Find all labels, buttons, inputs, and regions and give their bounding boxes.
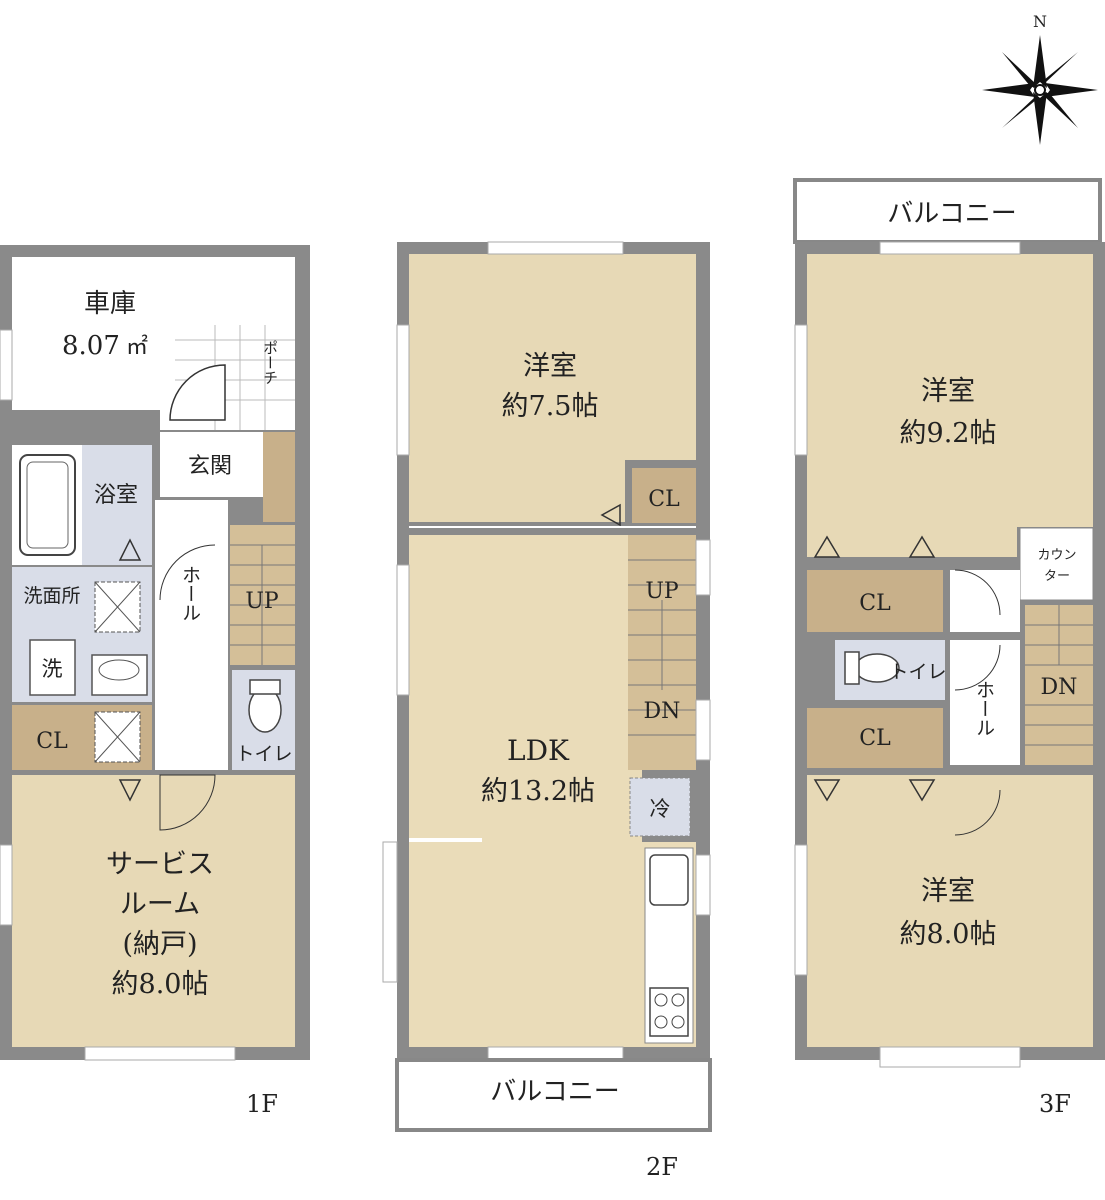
counter-line1: カウン [1037,548,1076,563]
porch-label: ポーチ [261,340,279,385]
garage-label: 車庫 [84,289,136,319]
closet-a-label: CL [859,591,891,616]
floor-2 [382,241,712,1132]
western-room-label: 洋室 [523,351,577,382]
floor-1 [0,245,310,1061]
entrance-label: 玄関 [188,454,232,479]
floor-3 [793,178,1105,1068]
fridge-label: 冷 [650,797,671,821]
room-b-label: 洋室 [921,876,975,907]
balcony-label: バルコニー [490,1077,619,1107]
counter-line2: ター [1044,569,1070,584]
stairs-dn-label: DN [1041,675,1078,700]
room-a-size: 約9.2帖 [900,418,997,449]
washer-label: 洗 [42,657,63,681]
western-room-size: 約7.5帖 [502,391,599,422]
toilet-label: トイレ [235,743,292,765]
room-a-label: 洋室 [921,376,975,407]
north-label: N [1033,12,1047,31]
compass-icon [982,35,1098,145]
closet-label: CL [648,487,680,512]
floor3-label: 3F [1039,1090,1071,1118]
stairs-up-label: UP [245,589,279,614]
floor2-label: 2F [646,1153,678,1181]
toilet-label: トイレ [889,661,946,683]
closet-label: CL [36,729,68,754]
bath-label: 浴室 [94,483,138,508]
service-room-line3: (納戸) [122,929,197,960]
service-room-size: 約8.0帖 [112,969,209,1000]
garage-area: 8.07 [62,331,120,361]
washroom-label: 洗面所 [23,585,80,607]
service-room-line2: ルーム [120,889,200,920]
hall-label: ホール [179,565,201,622]
garage-unit: ㎡ [126,334,148,360]
stairs-up-label: UP [645,579,679,604]
room-b-size: 約8.0帖 [900,919,997,950]
ldk-label: LDK [507,734,570,767]
stairs-dn-label: DN [644,699,681,724]
balcony-label: バルコニー [887,199,1016,229]
ldk-size: 約13.2帖 [481,776,595,807]
floor1-label: 1F [246,1090,278,1118]
service-room-line1: サービス [106,849,214,880]
closet-b-label: CL [859,726,891,751]
hall-label: ホール [973,680,995,737]
